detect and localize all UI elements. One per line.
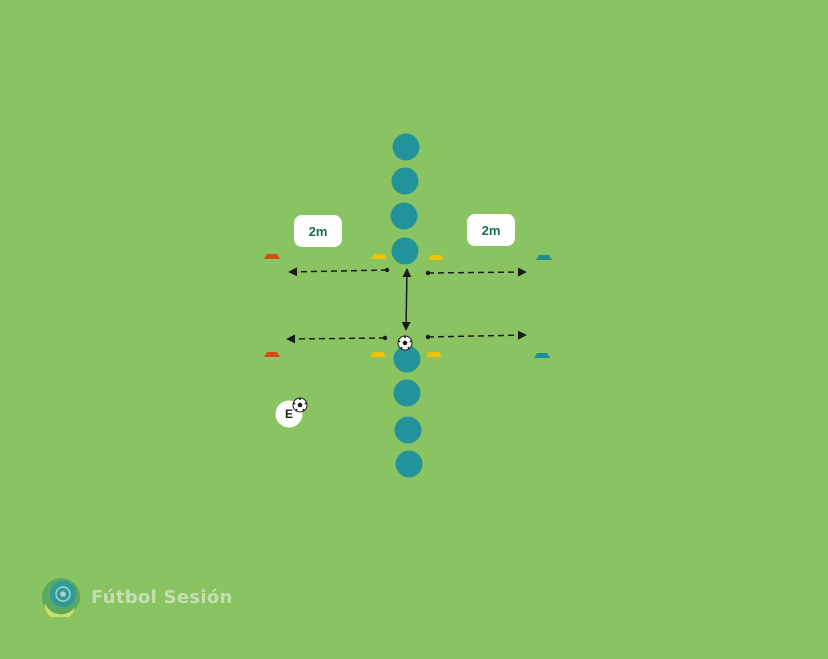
run-arrow-top-right (427, 267, 527, 277)
futbol-sesion-logo-icon (42, 578, 80, 617)
ball-icon[interactable] (397, 335, 413, 351)
run-arrow-top-left (288, 267, 388, 277)
cone-yellow-bottom-right[interactable] (426, 352, 442, 357)
player-bottom-2[interactable] (393, 379, 421, 407)
player-top-1[interactable] (392, 133, 420, 161)
player-bottom-1[interactable] (393, 345, 421, 373)
run-arrow-bottom-left (286, 334, 386, 344)
cone-teal-bottom[interactable] (534, 353, 550, 358)
distance-label-right-text: 2m (481, 222, 501, 238)
player-top-2[interactable] (391, 167, 419, 195)
coach-letter: E (285, 407, 293, 421)
player-top-4[interactable] (391, 237, 419, 265)
cone-red-bottom[interactable] (264, 352, 280, 357)
distance-label-right: 2m (467, 214, 515, 246)
arrow-start-dots (382, 267, 431, 341)
cone-red-top[interactable] (264, 254, 280, 259)
brand-name: Fútbol Sesión (91, 586, 233, 608)
movement-arrows (286, 267, 527, 344)
pass-arrow-vertical (401, 268, 412, 331)
player-bottom-3[interactable] (394, 416, 422, 444)
distance-label-left: 2m (294, 215, 342, 247)
coach-ball-icon[interactable] (292, 397, 308, 413)
run-arrow-bottom-right (427, 330, 527, 340)
cone-teal-top[interactable] (536, 255, 552, 260)
player-bottom-4[interactable] (395, 450, 423, 478)
cone-yellow-top-left[interactable] (371, 254, 387, 259)
player-top-3[interactable] (390, 202, 418, 230)
cone-yellow-bottom-left[interactable] (370, 352, 386, 357)
distance-label-left-text: 2m (308, 223, 328, 239)
brand-watermark: Fútbol Sesión (41, 577, 233, 617)
cone-yellow-top-right[interactable] (428, 255, 444, 260)
